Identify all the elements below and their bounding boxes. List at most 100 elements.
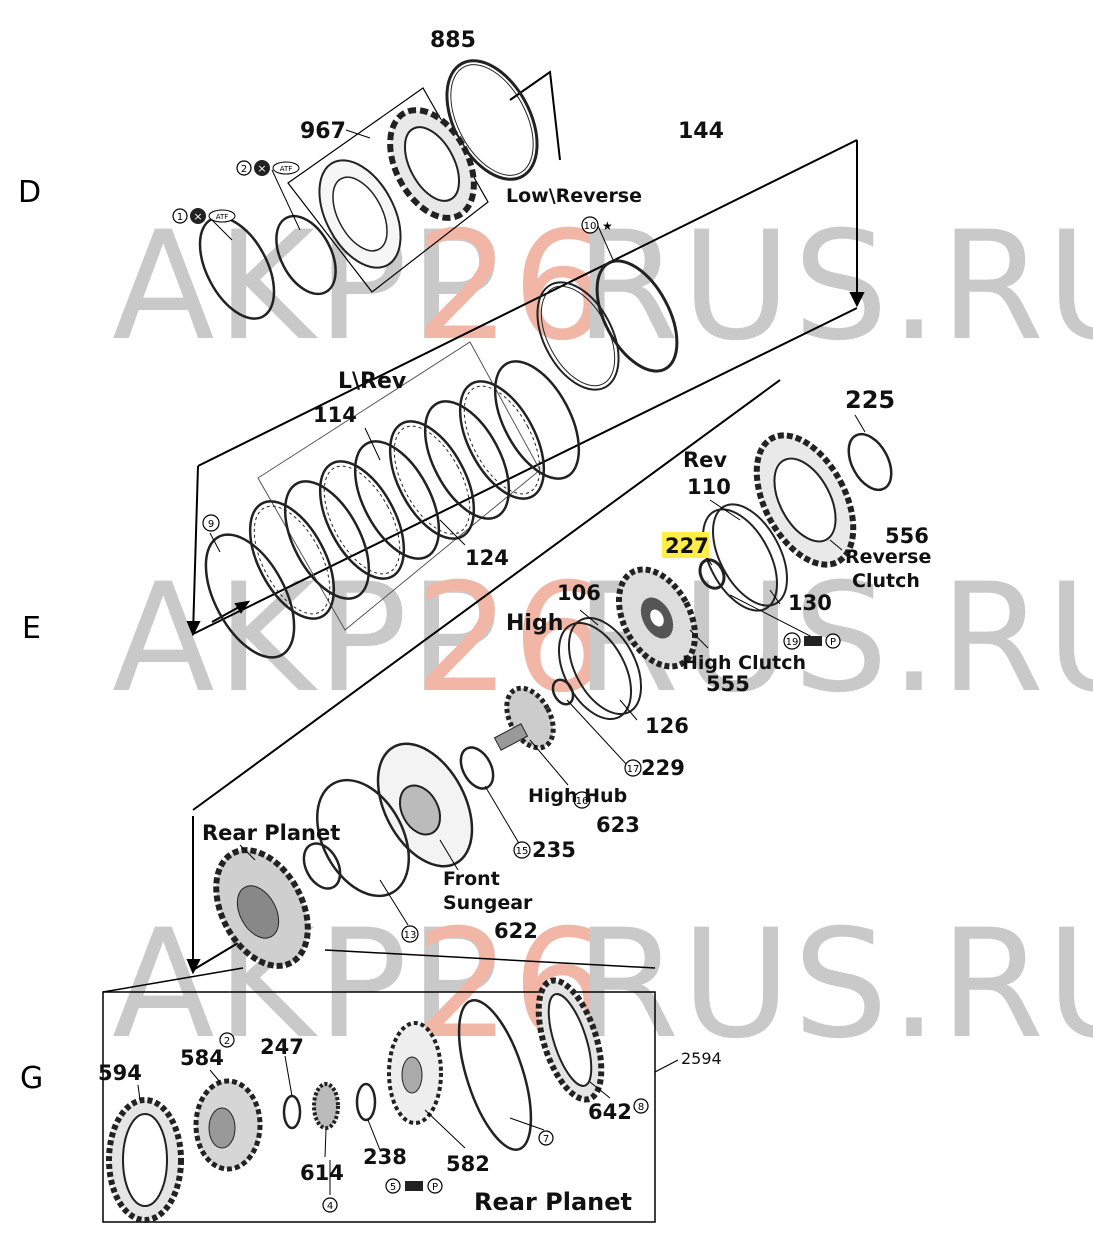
drum-642 (535, 977, 605, 1103)
svg-text:17: 17 (627, 764, 640, 775)
svg-text:×: × (257, 162, 266, 175)
section-e-label: E (22, 611, 41, 646)
snap-ring-7 (457, 999, 533, 1151)
svg-text:8: 8 (638, 1102, 644, 1113)
high-clutch-drum-555 (615, 566, 699, 670)
svg-text:RUS.RU: RUS.RU (575, 898, 1093, 1072)
label-reverse: Reverse (845, 546, 931, 568)
label-614: 614 (300, 1161, 344, 1185)
label-130: 130 (788, 591, 832, 615)
label-622: 622 (494, 919, 538, 943)
section-g-label: G (20, 1061, 43, 1096)
label-rear-planet-bottom: Rear Planet (474, 1188, 632, 1216)
snap-ring-13 (315, 778, 411, 898)
callout-5: 5 P (385, 1178, 443, 1194)
label-114: 114 (313, 403, 357, 427)
svg-text:AKPP: AKPP (112, 200, 502, 374)
carrier-584 (193, 1078, 263, 1172)
label-555: 555 (706, 672, 750, 696)
label-227: 227 (665, 534, 709, 558)
label-885: 885 (430, 28, 476, 53)
label-594: 594 (98, 1061, 142, 1085)
label-front: Front (443, 868, 500, 890)
svg-text:2: 2 (224, 1036, 230, 1047)
thrust-washer-225 (847, 432, 893, 492)
callout-9: 9 (202, 514, 220, 532)
label-106: 106 (557, 581, 601, 605)
label-rev: Rev (683, 448, 727, 472)
callout-7: 7 (538, 1130, 554, 1146)
callout-2: 2 × ATF (236, 160, 300, 176)
label-642: 642 (588, 1100, 632, 1124)
label-144: 144 (678, 119, 724, 144)
label-2594: 2594 (681, 1049, 722, 1068)
svg-text:P: P (432, 1182, 438, 1193)
dished-plate (536, 281, 620, 391)
snap-ring-9 (204, 533, 296, 659)
label-clutch: Clutch (852, 570, 920, 592)
label-sungear: Sungear (443, 892, 533, 914)
label-124: 124 (465, 546, 509, 570)
label-high-hub: High Hub (528, 785, 627, 807)
svg-text:7: 7 (543, 1134, 549, 1145)
label-584: 584 (180, 1046, 224, 1070)
label-110: 110 (687, 475, 731, 499)
label-225: 225 (845, 386, 895, 414)
label-238: 238 (363, 1145, 407, 1169)
label-623: 623 (596, 813, 640, 837)
label-556: 556 (885, 524, 929, 548)
rear-planet-assembly-top (213, 847, 311, 969)
label-967: 967 (300, 119, 346, 144)
label-low-reverse: Low\Reverse (506, 185, 642, 207)
label-high-clutch: High Clutch (682, 652, 806, 674)
label-235: 235 (532, 838, 576, 862)
svg-text:ATF: ATF (216, 213, 229, 221)
svg-text:2: 2 (241, 164, 247, 175)
svg-text:★: ★ (602, 219, 613, 233)
highlight-227 (662, 532, 709, 558)
callout-1: 1 × ATF (172, 208, 236, 224)
svg-text:RUS.RU: RUS.RU (575, 200, 1093, 374)
bearing-227 (698, 558, 726, 590)
guide-lines (102, 70, 865, 1223)
label-126: 126 (645, 714, 689, 738)
svg-text:13: 13 (404, 930, 417, 941)
reverse-clutch-drum-556 (753, 432, 857, 568)
sungear-582 (387, 1021, 443, 1125)
assembly-967-box (287, 87, 489, 293)
callout-13: 13 (401, 925, 419, 943)
watermark-row-2: AKPP 26 RUS.RU (112, 552, 1093, 726)
callout-15: 15 (513, 841, 531, 859)
label-582: 582 (446, 1152, 490, 1176)
front-sungear-622 (376, 742, 474, 868)
label-high: High (506, 611, 563, 636)
svg-text:10: 10 (584, 221, 597, 232)
gear-614 (312, 1082, 340, 1130)
callout-17: 17 (624, 759, 642, 777)
label-l-rev: L\Rev (338, 369, 407, 394)
washer-229 (551, 678, 575, 706)
high-hub-623 (493, 685, 556, 751)
callout-2-bottom: 2 (219, 1032, 235, 1048)
washer-238 (355, 1082, 377, 1122)
svg-text:4: 4 (327, 1201, 333, 1212)
callout-10: 10 ★ (581, 216, 613, 234)
svg-text:16: 16 (576, 796, 589, 807)
svg-text:AKPP: AKPP (112, 552, 502, 726)
callout-8: 8 (633, 1098, 649, 1114)
callout-16: 16 (573, 791, 591, 809)
svg-text:×: × (193, 210, 202, 223)
seal-ring-2 (275, 214, 337, 296)
washer-235 (459, 746, 495, 790)
ring-gear-594 (106, 1097, 184, 1223)
svg-text:ATF: ATF (280, 165, 293, 173)
callout-19: 19 P (783, 632, 841, 650)
svg-text:5: 5 (390, 1182, 396, 1193)
low-reverse-clutch-pack (248, 341, 581, 631)
section-d-label: D (18, 175, 41, 210)
svg-text:19: 19 (786, 637, 799, 648)
rear-planet-washer (302, 842, 342, 890)
svg-text:9: 9 (208, 519, 214, 530)
svg-text:1: 1 (177, 212, 183, 223)
